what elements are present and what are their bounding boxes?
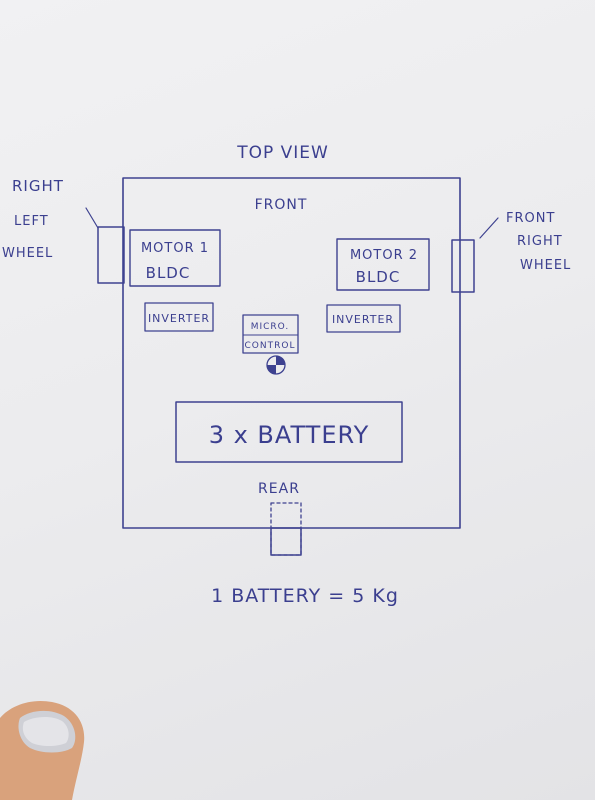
battery-weight-note: 1 BATTERY = 5 Kg: [211, 585, 399, 607]
motor-2-label: MOTOR 2: [350, 248, 418, 263]
front-label: FRONT: [255, 197, 308, 213]
left-wheel-pointer: [85, 207, 99, 229]
finger-photo-artifact: [0, 700, 85, 800]
right-wheel-pointer: [479, 217, 499, 239]
right-wheel-label-line3: WHEEL: [520, 258, 571, 273]
motor-2-box: [336, 238, 430, 291]
motor-1-box: [129, 229, 221, 287]
center-of-mass-symbol: [266, 355, 286, 375]
micro-control-label-line1: MICRO.: [251, 322, 290, 332]
rear-label: REAR: [258, 481, 300, 497]
right-wheel-label-line2: RIGHT: [517, 234, 563, 249]
left-wheel: [97, 226, 125, 284]
right-wheel: [451, 239, 475, 293]
left-wheel-label-line3: WHEEL: [2, 246, 53, 261]
inverter-left-box: [144, 302, 214, 332]
rear-wheel: [270, 527, 302, 556]
diagram-title: TOP VIEW: [236, 143, 329, 163]
motor-1-type: BLDC: [146, 264, 191, 282]
micro-control-box: [242, 314, 299, 354]
right-wheel-label-line1: FRONT: [506, 211, 555, 226]
left-wheel-label-line2: LEFT: [14, 214, 49, 229]
motor-1-label: MOTOR 1: [141, 241, 209, 256]
battery-pack-box: [175, 401, 403, 463]
micro-control-label-line2: CONTROL: [245, 341, 296, 351]
rear-wheel-hidden-part: [270, 502, 302, 556]
inverter-right-label: INVERTER: [332, 313, 394, 326]
motor-2-type: BLDC: [356, 268, 401, 286]
left-wheel-label-line1: RIGHT: [12, 177, 64, 195]
battery-pack-label: 3 x BATTERY: [209, 421, 370, 449]
inverter-left-label: INVERTER: [148, 312, 210, 325]
inverter-right-box: [326, 304, 401, 333]
